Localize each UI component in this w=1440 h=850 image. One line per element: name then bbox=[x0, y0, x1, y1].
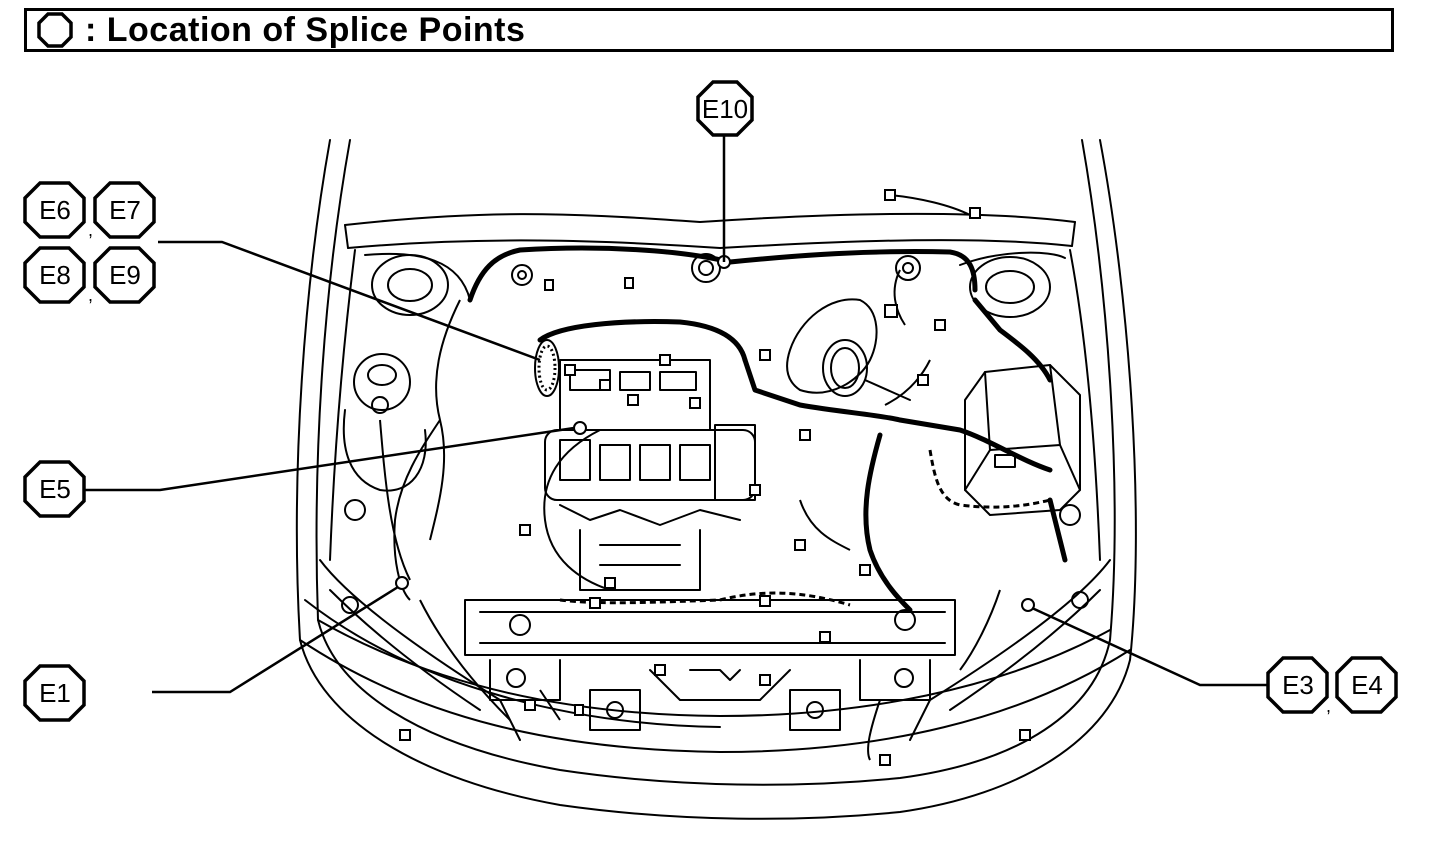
headlamp-areas bbox=[319, 499, 1111, 741]
wire-harness bbox=[467, 245, 1068, 613]
reservoir bbox=[342, 353, 427, 492]
connectors bbox=[399, 189, 1031, 766]
air-intake bbox=[786, 298, 911, 401]
leader-line-e5 bbox=[83, 426, 575, 492]
hood-outline bbox=[344, 212, 1076, 249]
callout-label-e10: E10 bbox=[702, 94, 748, 124]
splice-marker-e1 bbox=[395, 576, 409, 590]
callout-label-e8: E8 bbox=[39, 260, 71, 290]
callout-e10: E10 bbox=[696, 80, 754, 137]
radiator-support bbox=[464, 599, 956, 731]
callout-label-e9: E9 bbox=[109, 260, 141, 290]
callout-e7: E7 bbox=[93, 181, 156, 239]
callout-label-e4: E4 bbox=[1351, 670, 1383, 700]
splice-marker-e5 bbox=[573, 421, 587, 435]
separator-e8-e9: , bbox=[88, 285, 93, 305]
callout-e6: E6 bbox=[23, 181, 86, 239]
callout-e1: E1 bbox=[23, 664, 86, 722]
separator-e6-e7: , bbox=[88, 220, 93, 240]
splice-marker-e6-e9 bbox=[534, 339, 560, 397]
wire-harness-dashed bbox=[559, 449, 1051, 607]
callout-label-e1: E1 bbox=[39, 678, 71, 708]
grommets bbox=[511, 253, 921, 286]
title-bar: : Location of Splice Points bbox=[24, 8, 1394, 52]
callout-label-e5: E5 bbox=[39, 474, 71, 504]
callout-e5: E5 bbox=[23, 460, 86, 518]
callout-label-e6: E6 bbox=[39, 195, 71, 225]
separator-e3-e4: , bbox=[1326, 696, 1331, 716]
leader-line-e3-e4 bbox=[1031, 606, 1268, 687]
callout-label-e7: E7 bbox=[109, 195, 141, 225]
leader-lines bbox=[83, 128, 1268, 694]
strut-towers bbox=[329, 249, 1101, 561]
callout-e9: E9 bbox=[93, 246, 156, 304]
callout-e8: E8 bbox=[23, 246, 86, 304]
leader-line-e6-e9 bbox=[158, 240, 541, 362]
engine-block bbox=[544, 359, 756, 591]
callout-e3: E3 bbox=[1266, 656, 1329, 714]
octagon-icon bbox=[35, 10, 75, 50]
leader-line-e1 bbox=[152, 585, 399, 694]
page-title: : Location of Splice Points bbox=[85, 10, 526, 49]
callout-e4: E4 bbox=[1335, 656, 1398, 714]
battery bbox=[964, 364, 1081, 516]
splice-marker-e3-e4 bbox=[1021, 598, 1035, 612]
callout-label-e3: E3 bbox=[1282, 670, 1314, 700]
